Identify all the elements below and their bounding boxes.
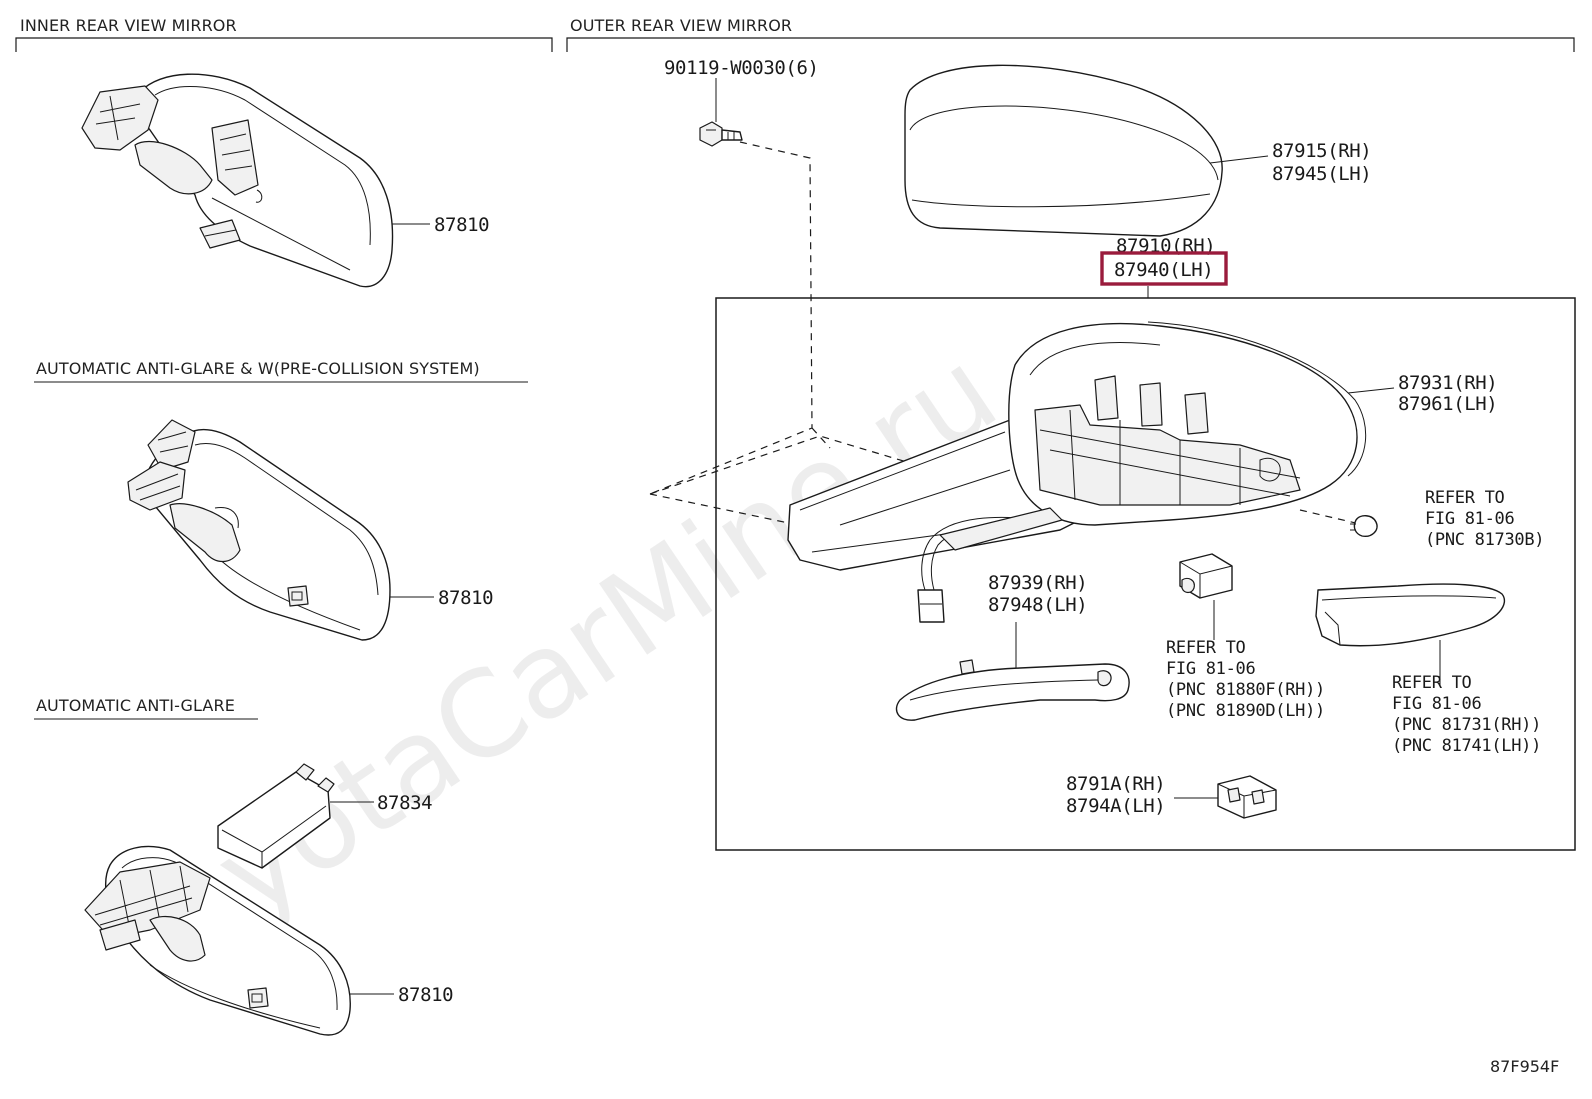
label-outer-lh[interactable]: 87961(LH) <box>1398 393 1498 415</box>
label-87810-c[interactable]: 87810 <box>398 984 454 1006</box>
section-inner-title: INNER REAR VIEW MIRROR <box>20 16 237 35</box>
camera[interactable] <box>1217 775 1277 819</box>
ref-2-line-2: FIG 81-06 <box>1166 659 1255 679</box>
inner-mirror-pcs[interactable] <box>127 419 391 641</box>
section-outer-header: OUTER REAR VIEW MIRROR <box>566 16 1575 52</box>
bolt[interactable] <box>699 121 743 147</box>
label-lamp-lh[interactable]: 87948(LH) <box>988 594 1088 616</box>
ref-3: REFER TO FIG 81-06 (PNC 81731(RH)) (PNC … <box>1392 673 1541 756</box>
ref-3-line-3: (PNC 81731(RH)) <box>1392 715 1541 735</box>
section-auto-pcs-title: AUTOMATIC ANTI-GLARE & W(PRE-COLLISION S… <box>36 359 480 378</box>
leader-cover <box>1209 155 1269 164</box>
ref-1-line-2: FIG 81-06 <box>1425 509 1514 529</box>
ref-3-line-1: REFER TO <box>1392 673 1472 693</box>
label-cam-lh[interactable]: 8794A(LH) <box>1066 795 1166 817</box>
label-87834[interactable]: 87834 <box>377 792 433 814</box>
ref-3-line-2: FIG 81-06 <box>1392 694 1481 714</box>
ref-3-line-4: (PNC 81741(LH)) <box>1392 736 1541 756</box>
mirror-cover[interactable] <box>904 64 1223 237</box>
bolt-dashed-line <box>649 141 813 495</box>
section-inner-header: INNER REAR VIEW MIRROR <box>15 16 553 52</box>
mirror-assembly[interactable] <box>787 321 1367 623</box>
ref-1-line-3: (PNC 81730B) <box>1425 530 1544 550</box>
turn-signal-lens[interactable] <box>1315 583 1506 647</box>
section-auto-header: AUTOMATIC ANTI-GLARE <box>34 696 258 720</box>
label-cover-rh[interactable]: 87915(RH) <box>1272 140 1372 162</box>
label-assy-lh[interactable]: 87940(LH) <box>1114 259 1214 281</box>
assembly-frame <box>715 297 1576 851</box>
label-cover-lh[interactable]: 87945(LH) <box>1272 163 1372 185</box>
inner-mirror-auto[interactable] <box>84 845 351 1036</box>
label-87810-a[interactable]: 87810 <box>434 214 490 236</box>
ref-2-line-1: REFER TO <box>1166 638 1246 658</box>
label-87810-b[interactable]: 87810 <box>438 587 494 609</box>
bulb-dashed-line <box>1299 509 1361 525</box>
ref-1-line-1: REFER TO <box>1425 488 1505 508</box>
ref-2-line-4: (PNC 81890D(LH)) <box>1166 701 1325 721</box>
ref-2: REFER TO FIG 81-06 (PNC 81880F(RH)) (PNC… <box>1166 638 1325 721</box>
label-lamp-rh[interactable]: 87939(RH) <box>988 572 1088 594</box>
ref-1: REFER TO FIG 81-06 (PNC 81730B) <box>1425 488 1545 550</box>
highlight-box <box>1100 251 1228 286</box>
label-cam-rh[interactable]: 8791A(RH) <box>1066 773 1166 795</box>
inner-mirror-basic[interactable] <box>81 73 394 288</box>
side-turn-lamp[interactable] <box>895 659 1130 721</box>
bulb[interactable] <box>1350 515 1378 537</box>
figure-id: 87F954F <box>1490 1057 1559 1076</box>
label-bolt[interactable]: 90119-W0030(6) <box>664 57 819 79</box>
section-outer-title: OUTER REAR VIEW MIRROR <box>570 16 792 35</box>
leader-outer-mirror <box>1347 387 1395 394</box>
label-outer-rh[interactable]: 87931(RH) <box>1398 372 1498 394</box>
ref-2-line-3: (PNC 81880F(RH)) <box>1166 680 1325 700</box>
mirror-stay-cover[interactable] <box>217 763 335 869</box>
section-auto-title: AUTOMATIC ANTI-GLARE <box>36 696 235 715</box>
sensor[interactable] <box>1179 553 1233 599</box>
section-auto-pcs-header: AUTOMATIC ANTI-GLARE & W(PRE-COLLISION S… <box>34 359 528 383</box>
